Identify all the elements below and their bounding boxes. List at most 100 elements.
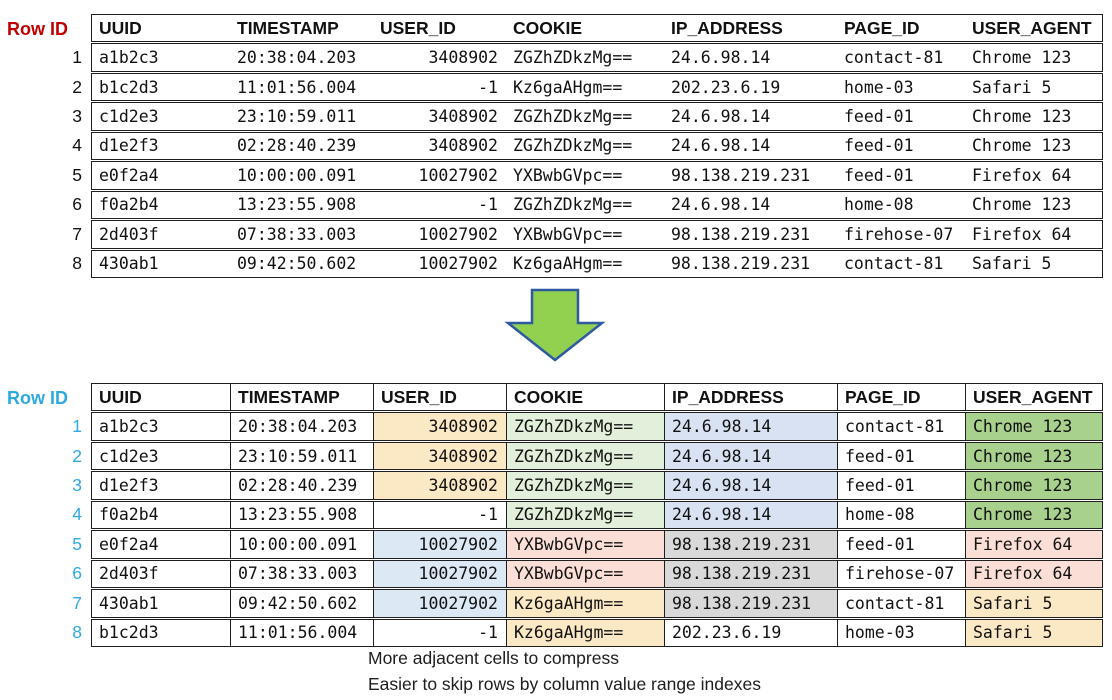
sorted-table: UUID TIMESTAMP USER_ID COOKIE IP_ADDRESS… (91, 383, 1103, 647)
cell-uuid: d1e2f3 (99, 136, 159, 156)
cell-ip-address: 24.6.98.14 (671, 48, 771, 68)
cell-timestamp: 09:42:50.602 (230, 590, 373, 617)
cell-timestamp: 13:23:55.908 (230, 501, 373, 529)
column-header-page-id: PAGE_ID (837, 384, 965, 411)
row-id-number: 8 (72, 253, 82, 274)
cell-ip-address: 202.23.6.19 (671, 77, 781, 97)
column-header-uuid: UUID (99, 386, 142, 407)
cell-cookie: ZGZhZDkzMg== (506, 442, 664, 470)
table-header-row: UUID TIMESTAMP USER_ID COOKIE IP_ADDRESS… (91, 383, 1103, 412)
cell-uuid: e0f2a4 (99, 534, 159, 554)
row-id-number: 2 (72, 445, 82, 466)
cell-page-id: contact-81 (837, 590, 965, 617)
cell-ip-address: 98.138.219.231 (671, 254, 811, 274)
cell-uuid: f0a2b4 (99, 195, 159, 215)
row-id-number: 1 (72, 416, 82, 437)
column-header-user-agent: USER_AGENT (972, 17, 1092, 38)
column-header-user-id: USER_ID (373, 384, 506, 411)
cell-cookie: YXBwbGVpc== (513, 165, 623, 185)
cell-cookie: ZGZhZDkzMg== (513, 48, 633, 68)
row-id-label-bottom: Row ID (7, 388, 68, 408)
cell-user-id: -1 (478, 77, 498, 97)
cell-user-id: 3408902 (428, 48, 498, 68)
cell-timestamp: 23:10:59.011 (237, 107, 357, 127)
cell-timestamp: 07:38:33.003 (237, 224, 357, 244)
cell-timestamp: 11:01:56.004 (230, 619, 373, 646)
cell-ip-address: 24.6.98.14 (664, 501, 837, 529)
column-header-uuid: UUID (99, 17, 142, 38)
cell-ip-address: 98.138.219.231 (664, 560, 837, 588)
row-id-number: 2 (72, 76, 82, 97)
cell-page-id: feed-01 (844, 107, 914, 127)
cell-ip-address: 202.23.6.19 (664, 619, 837, 646)
cell-page-id: contact-81 (844, 254, 944, 274)
column-header-cookie: COOKIE (506, 384, 664, 411)
cell-user-id: 3408902 (428, 107, 498, 127)
down-arrow-icon (495, 286, 615, 364)
cell-user-id: 3408902 (373, 472, 506, 499)
cell-page-id: feed-01 (844, 136, 914, 156)
cell-uuid: c1d2e3 (99, 107, 159, 127)
cell-user-id: 3408902 (373, 413, 506, 440)
cell-cookie: Kz6gaAHgm== (513, 254, 623, 274)
cell-page-id: firehose-07 (844, 224, 954, 244)
cell-page-id: feed-01 (837, 531, 965, 558)
cell-user-id: 10027902 (418, 165, 498, 185)
cell-page-id: feed-01 (844, 165, 914, 185)
cell-uuid: 430ab1 (99, 593, 159, 613)
cell-timestamp: 07:38:33.003 (230, 560, 373, 588)
row-id-number: 4 (72, 135, 82, 156)
gutter-header-spacer (0, 383, 86, 411)
cell-user-agent: Chrome 123 (972, 48, 1072, 68)
cell-ip-address: 24.6.98.14 (664, 413, 837, 440)
cell-user-id: 10027902 (373, 590, 506, 617)
cell-user-id: 3408902 (428, 136, 498, 156)
cell-user-id: -1 (373, 501, 506, 529)
cell-user-agent: Firefox 64 (972, 165, 1072, 185)
row-id-number: 5 (72, 533, 82, 554)
cell-uuid: c1d2e3 (99, 446, 159, 466)
cell-user-agent: Chrome 123 (972, 107, 1072, 127)
cell-timestamp: 23:10:59.011 (230, 442, 373, 470)
cell-uuid: 2d403f (99, 564, 159, 584)
cell-cookie: ZGZhZDkzMg== (513, 195, 633, 215)
cell-page-id: home-03 (837, 619, 965, 646)
column-header-timestamp: TIMESTAMP (230, 384, 373, 411)
cell-user-agent: Chrome 123 (965, 413, 1102, 440)
cell-user-agent: Safari 5 (972, 77, 1052, 97)
cell-user-agent: Safari 5 (965, 590, 1102, 617)
cell-cookie: YXBwbGVpc== (506, 531, 664, 558)
column-header-cookie: COOKIE (513, 17, 583, 38)
cell-user-agent: Chrome 123 (965, 472, 1102, 499)
row-id-label-top: Row ID (7, 19, 68, 39)
cell-uuid: d1e2f3 (99, 476, 159, 496)
cell-ip-address: 24.6.98.14 (671, 136, 771, 156)
cell-ip-address: 98.138.219.231 (664, 590, 837, 617)
cell-user-id: 10027902 (373, 531, 506, 558)
cell-ip-address: 24.6.98.14 (664, 472, 837, 499)
cell-user-agent: Safari 5 (965, 619, 1102, 646)
cell-uuid: 430ab1 (99, 254, 159, 274)
caption-block: More adjacent cells to compress Easier t… (368, 646, 761, 697)
cell-timestamp: 10:00:00.091 (230, 531, 373, 558)
cell-timestamp: 10:00:00.091 (237, 165, 357, 185)
cell-user-agent: Chrome 123 (972, 136, 1072, 156)
cell-cookie: ZGZhZDkzMg== (506, 413, 664, 440)
cell-user-agent: Firefox 64 (972, 224, 1072, 244)
row-id-number: 3 (72, 106, 82, 127)
cell-uuid: b1c2d3 (99, 623, 159, 643)
cell-cookie: YXBwbGVpc== (506, 560, 664, 588)
cell-cookie: YXBwbGVpc== (513, 224, 623, 244)
cell-cookie: ZGZhZDkzMg== (513, 107, 633, 127)
table-header-row: UUID TIMESTAMP USER_ID COOKIE IP_ADDRESS… (91, 14, 1103, 43)
cell-user-agent: Firefox 64 (965, 560, 1102, 588)
cell-ip-address: 98.138.219.231 (671, 224, 811, 244)
cell-page-id: feed-01 (837, 472, 965, 499)
gutter-header-spacer (0, 14, 86, 42)
